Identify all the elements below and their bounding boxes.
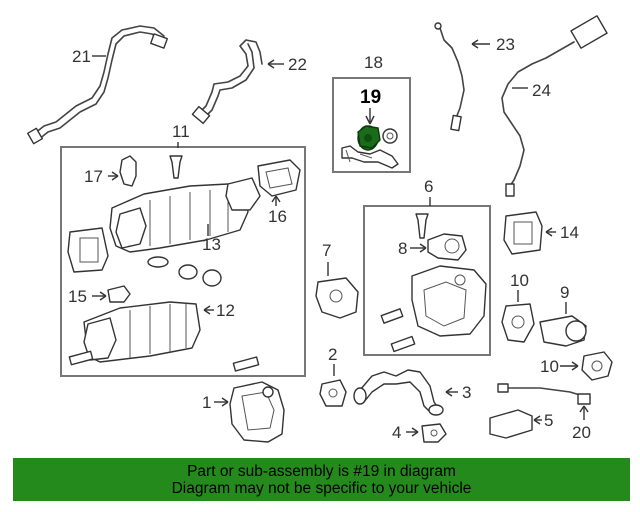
banner-line-2: Diagram may not be specific to your vehi… [171, 479, 472, 497]
callout-22: 22 [288, 55, 307, 74]
part-22-hose: 22 [191, 39, 307, 125]
callout-18: 18 [364, 53, 383, 72]
part-10-gasket: 10 [501, 271, 535, 343]
part-7: 7 [315, 241, 359, 319]
part-18-box: 18 [332, 53, 411, 173]
part-4: 4 [392, 423, 447, 443]
part-19-highlighted[interactable]: 19 [357, 87, 381, 151]
callout-21: 21 [72, 47, 91, 66]
callout-19: 19 [360, 87, 381, 108]
callout-15: 15 [68, 287, 87, 306]
callout-24: 24 [532, 81, 551, 100]
callout-4: 4 [392, 423, 401, 442]
part-24-sensor: 24 [501, 15, 608, 197]
part-2: 2 [319, 345, 347, 407]
callout-11: 11 [172, 122, 190, 141]
part-1: 1 [202, 381, 285, 443]
callout-3: 3 [462, 383, 471, 402]
info-banner: Part or sub-assembly is #19 in diagram D… [13, 458, 630, 501]
part-5: 5 [489, 409, 553, 439]
callout-5: 5 [544, 411, 553, 430]
part-21-hose: 21 [26, 25, 168, 145]
callout-2: 2 [328, 345, 337, 364]
part-6-box: 6 8 [363, 177, 491, 356]
callout-6: 6 [424, 177, 433, 196]
callout-13: 13 [202, 235, 221, 254]
callout-8: 8 [398, 239, 407, 258]
callout-10a: 10 [510, 271, 529, 290]
callout-7: 7 [322, 241, 331, 260]
callout-10b: 10 [540, 357, 559, 376]
callout-23: 23 [496, 35, 515, 54]
callout-14: 14 [560, 223, 579, 242]
banner-line-1: Part or sub-assembly is #19 in diagram [187, 462, 456, 480]
part-11-box: 11 17 16 13 15 [60, 122, 306, 377]
part-3-pipe: 3 [353, 369, 471, 416]
callout-20: 20 [572, 423, 591, 442]
callout-17: 17 [84, 167, 103, 186]
callout-16: 16 [268, 207, 287, 226]
callout-9: 9 [560, 283, 569, 302]
part-23-sensor: 23 [434, 22, 515, 132]
part-14: 14 [503, 211, 579, 255]
part-20-sensor: 20 [497, 383, 591, 442]
part-9: 9 [539, 283, 587, 347]
callout-12: 12 [216, 301, 235, 320]
callout-1: 1 [202, 393, 211, 412]
part-10-gasket-lower: 10 [540, 351, 613, 381]
